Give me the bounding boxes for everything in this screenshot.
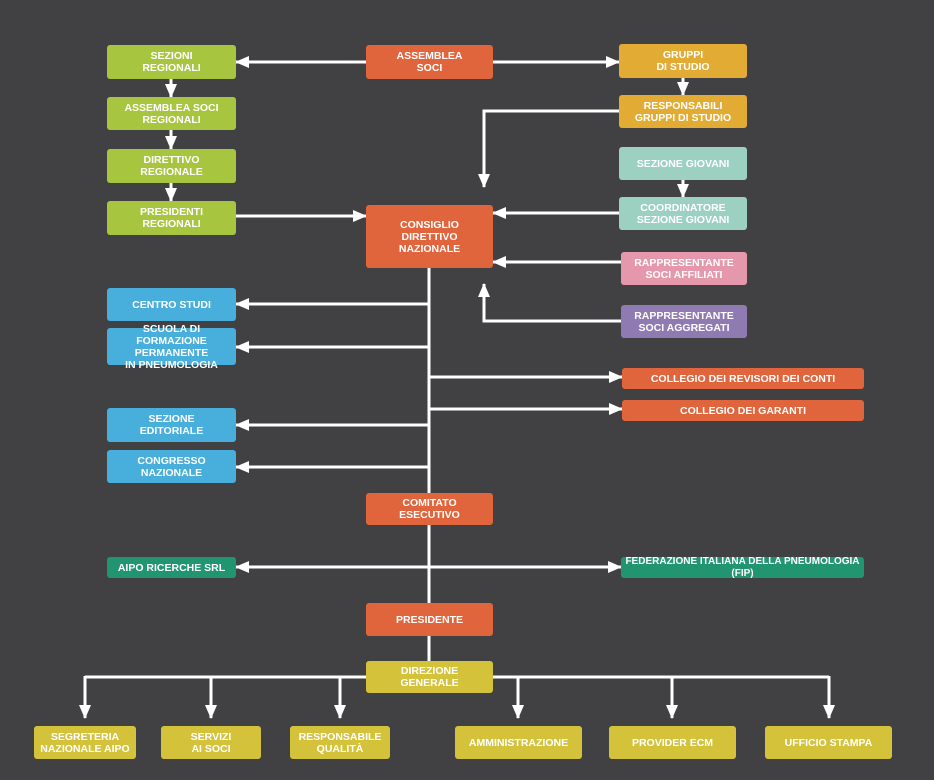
comitato-esecutivo-box: COMITATO ESECUTIVO xyxy=(366,493,493,525)
assemblea-soci-box: ASSEMBLEA SOCI xyxy=(366,45,493,79)
presidente-box: PRESIDENTE xyxy=(366,603,493,636)
congresso-nazionale-box: CONGRESSO NAZIONALE xyxy=(107,450,236,483)
assemblea-soci-regionali-box: ASSEMBLEA SOCI REGIONALI xyxy=(107,97,236,130)
sezioni-regionali-box: SEZIONI REGIONALI xyxy=(107,45,236,79)
centro-studi-box: CENTRO STUDI xyxy=(107,288,236,321)
ufficio-stampa-box: UFFICIO STAMPA xyxy=(765,726,892,759)
collegio-revisori-box: COLLEGIO DEI REVISORI DEI CONTI xyxy=(622,368,864,389)
sezione-editoriale-box: SEZIONE EDITORIALE xyxy=(107,408,236,442)
amministrazione-box: AMMINISTRAZIONE xyxy=(455,726,582,759)
responsabili-gruppi-box: RESPONSABILI GRUPPI DI STUDIO xyxy=(619,95,747,128)
consiglio-direttivo-box: CONSIGLIO DIRETTIVO NAZIONALE xyxy=(366,205,493,268)
presidenti-regionali-box: PRESIDENTI REGIONALI xyxy=(107,201,236,235)
direttivo-regionale-box: DIRETTIVO REGIONALE xyxy=(107,149,236,183)
rappresentante-affiliati-box: RAPPRESENTANTE SOCI AFFILIATI xyxy=(621,252,747,285)
direzione-generale-box: DIREZIONE GENERALE xyxy=(366,661,493,693)
fip-box: FEDERAZIONE ITALIANA DELLA PNEUMOLOGIA (… xyxy=(621,556,864,579)
coordinatore-giovani-box: COORDINATORE SEZIONE GIOVANI xyxy=(619,197,747,230)
provider-ecm-box: PROVIDER ECM xyxy=(609,726,736,759)
scuola-formazione-box: SCUOLA DI FORMAZIONE PERMANENTE IN PNEUM… xyxy=(107,323,236,371)
aipo-ricerche-box: AIPO RICERCHE SRL xyxy=(107,557,236,578)
collegio-garanti-box: COLLEGIO DEI GARANTI xyxy=(622,400,864,421)
responsabile-qualita-box: RESPONSABILE QUALITÀ xyxy=(290,726,390,759)
rappresentante-aggregati-box: RAPPRESENTANTE SOCI AGGREGATI xyxy=(621,305,747,338)
servizi-soci-box: SERVIZI AI SOCI xyxy=(161,726,261,759)
segreteria-box: SEGRETERIA NAZIONALE AIPO xyxy=(34,726,136,759)
arrow-aggregati-to-consiglio xyxy=(478,283,621,323)
sezione-giovani-box: SEZIONE GIOVANI xyxy=(619,147,747,180)
gruppi-di-studio-box: GRUPPI DI STUDIO xyxy=(619,44,747,78)
arrow-responsabili-to-consiglio xyxy=(478,109,619,188)
